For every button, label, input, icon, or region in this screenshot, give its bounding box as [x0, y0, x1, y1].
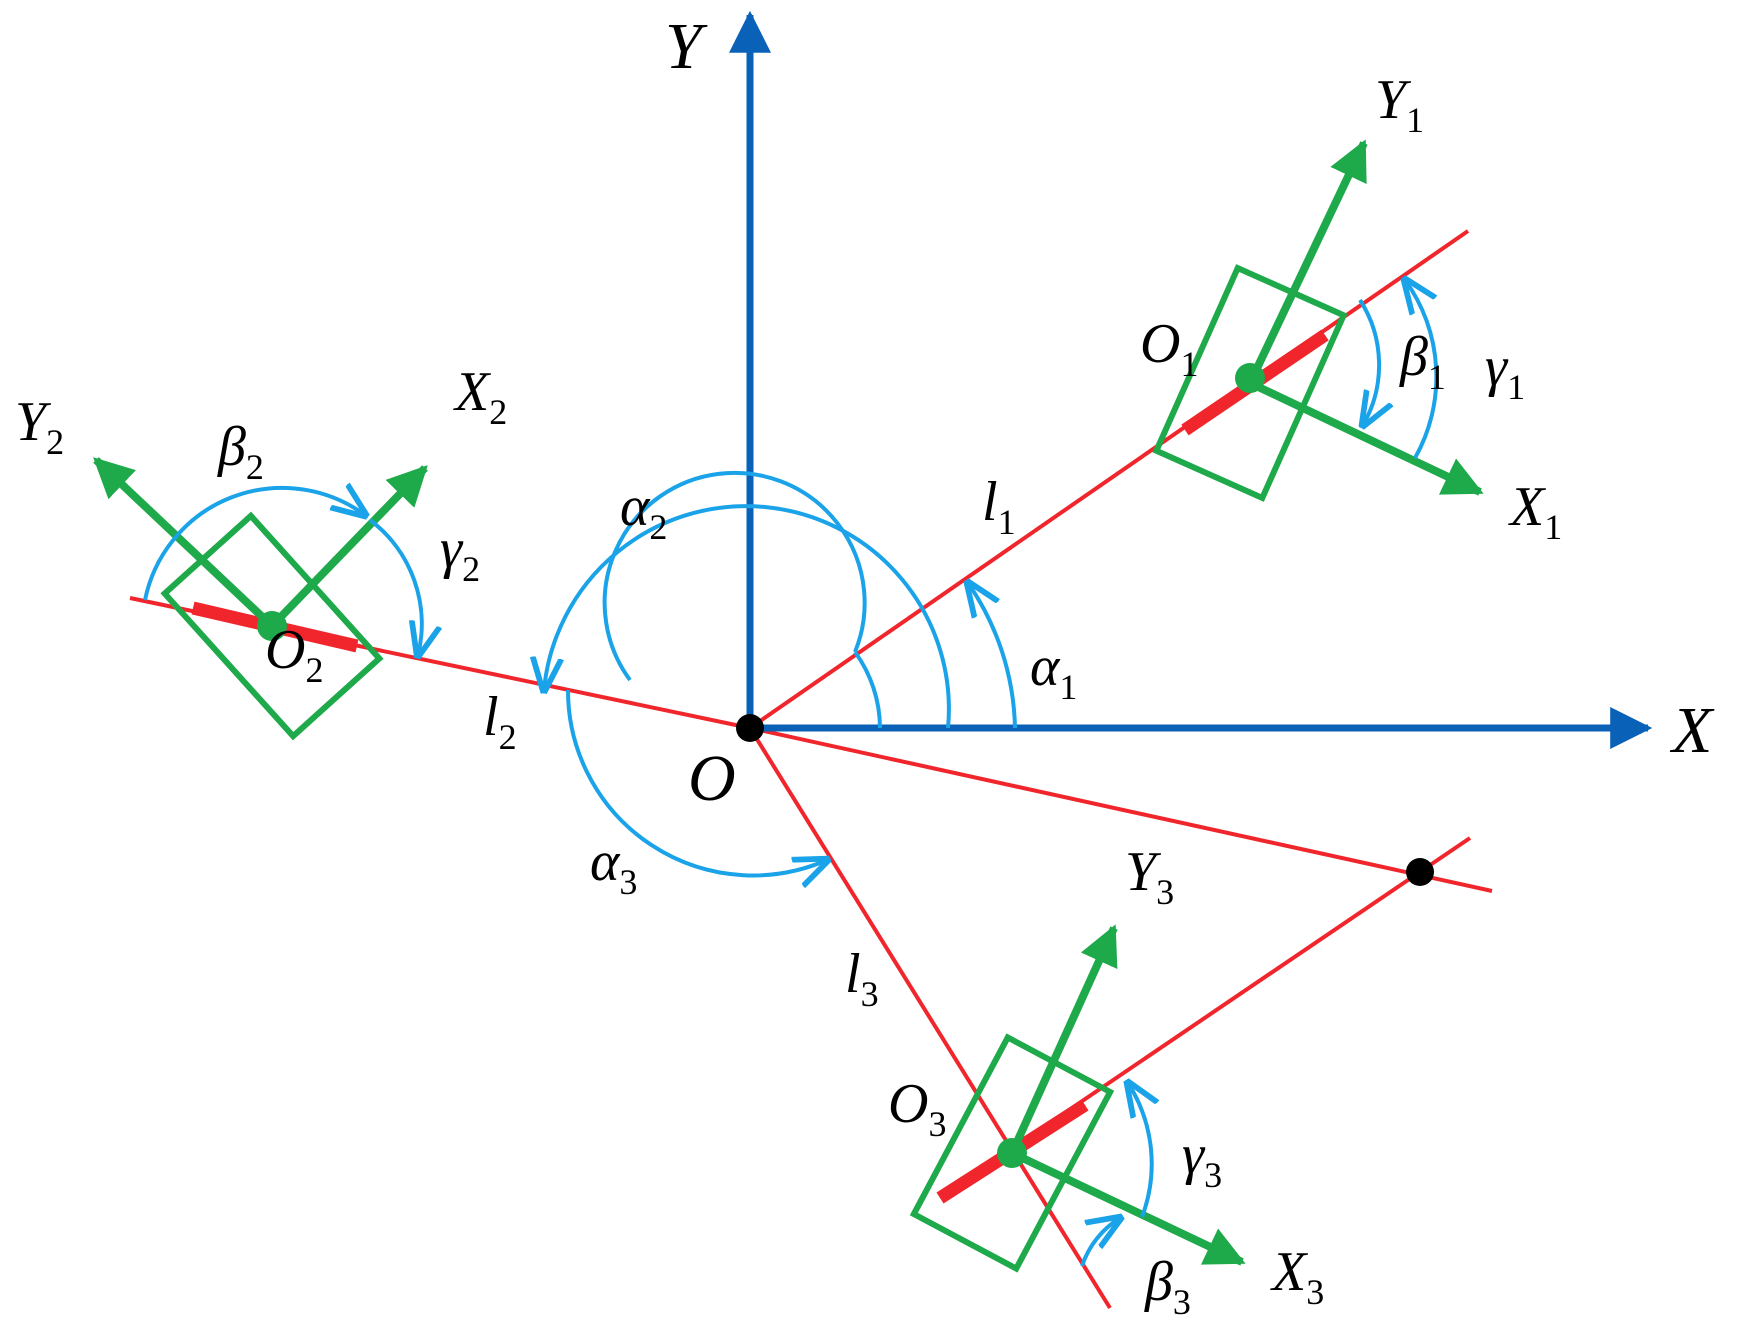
frame-1-x-axis — [1248, 379, 1484, 496]
origin-point — [736, 714, 764, 742]
arc-gamma2 — [368, 518, 422, 655]
frame-3-x-axis — [1010, 1149, 1246, 1266]
frame-2 — [93, 457, 428, 741]
arc-alpha2-inner — [853, 650, 882, 729]
label-alpha1: α1 — [1030, 636, 1077, 707]
origin-o2 — [257, 611, 287, 641]
label-beta1: β1 — [1399, 326, 1446, 397]
label-x3: X3 — [1270, 1241, 1324, 1312]
label-o: O — [688, 742, 736, 815]
label-x1: X1 — [1508, 476, 1562, 547]
label-o3: O3 — [888, 1073, 946, 1144]
label-x: X — [1669, 694, 1715, 767]
arc-beta1 — [1360, 298, 1379, 425]
main-axes — [729, 10, 1653, 749]
label-x2: X2 — [453, 361, 507, 432]
arc-gamma1 — [1405, 280, 1439, 459]
arc-alpha3 — [565, 689, 827, 875]
label-alpha2: α2 — [620, 476, 667, 547]
label-beta2: β2 — [217, 416, 264, 487]
arc-beta3 — [1080, 1218, 1120, 1267]
label-gamma3: γ3 — [1182, 1124, 1222, 1195]
label-l2: l2 — [483, 686, 517, 757]
label-l3: l3 — [845, 943, 879, 1014]
frame-1 — [1152, 139, 1484, 502]
label-gamma2: γ2 — [440, 518, 480, 589]
origin-o3 — [997, 1138, 1027, 1168]
labels: X Y O l1 l2 l3 O1 O2 O3 X1 Y1 X2 Y2 X3 Y… — [15, 10, 1715, 1322]
label-o1: O1 — [1140, 313, 1198, 384]
points — [736, 714, 1434, 886]
label-o2: O2 — [265, 619, 323, 690]
frame-1-y-axis — [1246, 139, 1368, 385]
joint-point — [1406, 858, 1434, 886]
arc-alpha3-ring — [602, 470, 867, 682]
label-y: Y — [665, 10, 708, 83]
frame-2-y-axis — [93, 457, 275, 629]
label-beta3: β3 — [1144, 1251, 1191, 1322]
arc-alpha2 — [544, 504, 951, 729]
label-y3: Y3 — [1125, 841, 1174, 912]
origin-o1 — [1235, 363, 1265, 393]
arc-alpha1 — [968, 583, 1017, 729]
label-gamma1: γ1 — [1485, 336, 1525, 407]
frame-2-x-axis — [269, 465, 428, 629]
arc-beta2 — [143, 488, 365, 601]
label-y2: Y2 — [15, 391, 64, 462]
platform-segments — [191, 329, 1329, 1204]
frame-3-y-axis — [1008, 924, 1118, 1155]
link-o3-joint — [1008, 836, 1472, 1152]
frame-3 — [909, 924, 1246, 1273]
link-l1 — [748, 229, 1470, 730]
angle-arcs — [143, 280, 1439, 1267]
link-extension — [749, 726, 1493, 893]
label-y1: Y1 — [1375, 69, 1424, 140]
label-alpha3: α3 — [590, 831, 637, 902]
link-lines — [129, 229, 1493, 1310]
arc-gamma3 — [1128, 1083, 1152, 1218]
label-l1: l1 — [982, 471, 1016, 542]
